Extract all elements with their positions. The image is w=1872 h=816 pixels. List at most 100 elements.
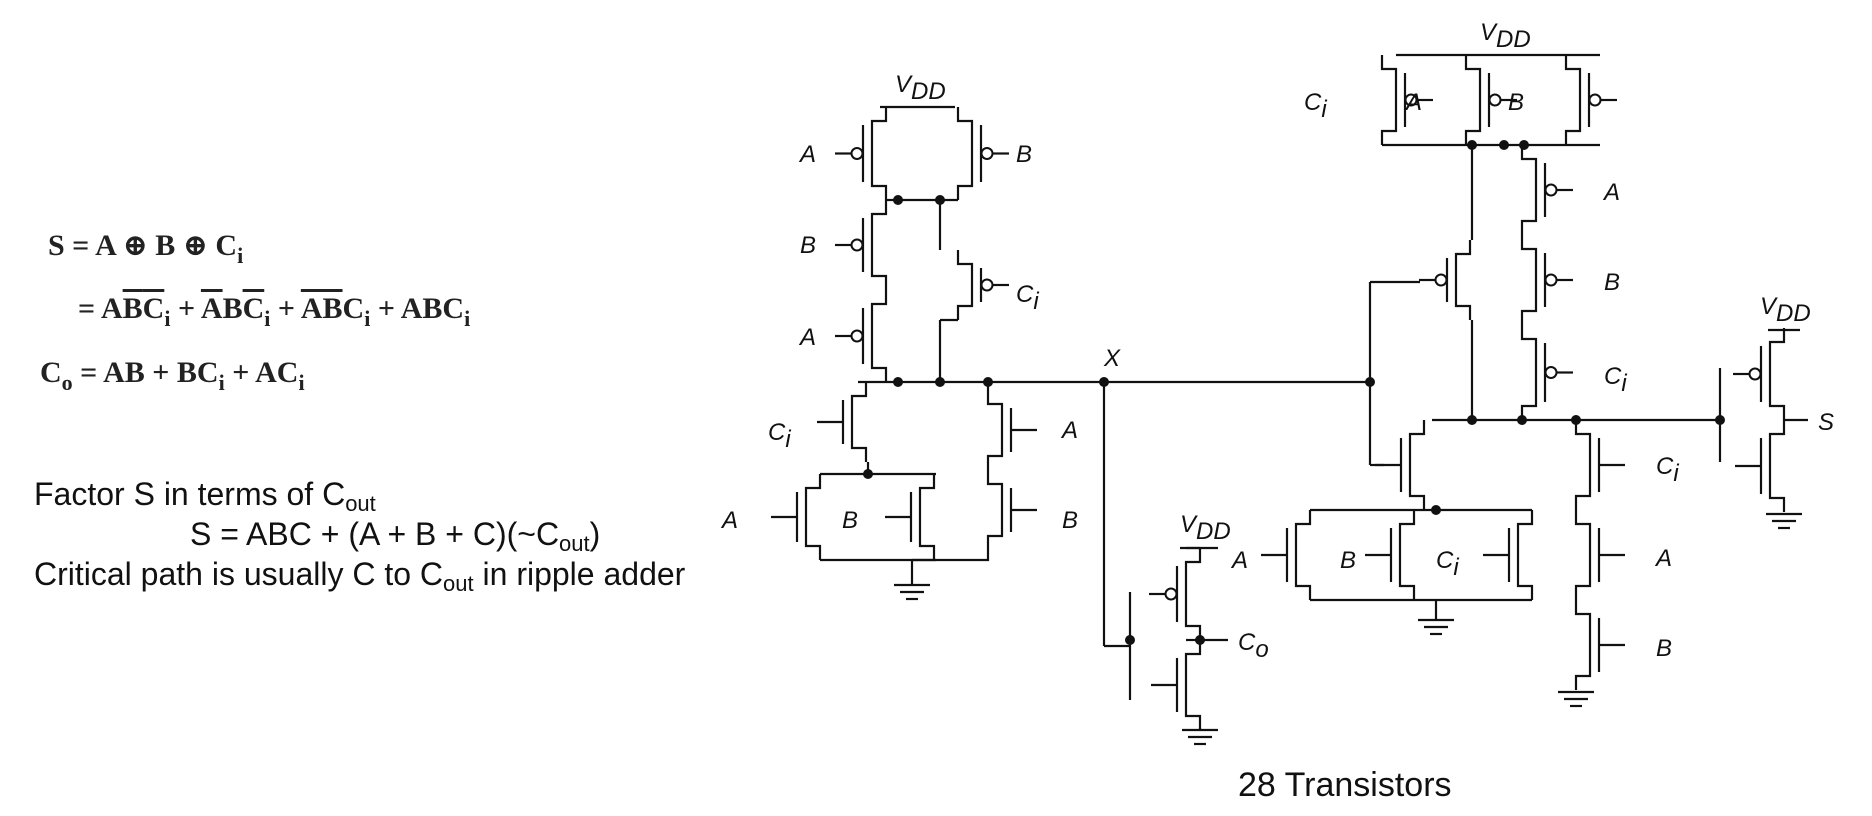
junction-dot	[893, 195, 903, 205]
gate-label-a-p: A	[1404, 89, 1422, 116]
transistor-channel	[1408, 420, 1426, 510]
transistor-channel	[870, 200, 888, 290]
junction-dot	[1467, 415, 1477, 425]
gate-label-ci-n: Ci	[768, 419, 791, 453]
pmos-bubble	[980, 278, 994, 292]
gate-label-ci-p2: Ci	[1604, 363, 1627, 397]
junction-dot	[1365, 377, 1375, 387]
transistor-channel	[986, 390, 1004, 470]
junction-dot	[1125, 635, 1135, 645]
vdd-label-2: VDD	[1180, 511, 1231, 545]
pmos-bubble	[1588, 93, 1602, 107]
output-label-s: S	[1818, 409, 1834, 436]
junction-dot	[935, 377, 945, 387]
transistor-channel	[1520, 145, 1538, 235]
gate-label-ci-n3: Ci	[1436, 547, 1459, 581]
pmos-bubble	[980, 147, 994, 160]
transistor-channel	[918, 474, 936, 560]
transistor-channel	[1574, 420, 1592, 510]
pmos-bubble	[850, 238, 864, 252]
gate-label-b-n3: B	[1340, 547, 1356, 574]
transistor-channel	[1294, 510, 1312, 600]
junction-dots	[863, 140, 1725, 645]
pmos-bubble	[1544, 366, 1558, 379]
junction-dot	[983, 377, 993, 387]
gate-label-a2: A	[798, 324, 816, 351]
gate-label-ci-p: Ci	[1304, 89, 1327, 123]
pmos-bubble	[1544, 183, 1558, 197]
junction-dot	[863, 469, 873, 479]
transistor-channel	[1574, 600, 1592, 690]
gate-label-a-n4: A	[1654, 545, 1672, 572]
gate-label-b-p2: B	[1604, 269, 1620, 296]
transistor-channel	[1454, 240, 1472, 320]
transistor-channel	[1184, 640, 1202, 730]
wire	[912, 550, 990, 562]
pmos-bubble	[1544, 273, 1558, 287]
transistor-channel	[956, 107, 974, 200]
junction-dot	[893, 377, 903, 387]
pmos-bubble	[1404, 93, 1418, 107]
pmos-bubble	[850, 147, 864, 160]
gate-label-b-n4: B	[1656, 635, 1672, 662]
note-sum-factored: S = ABC + (A + B + C)(~Cout)	[190, 516, 601, 556]
junction-dot	[1571, 415, 1581, 425]
junction-dot	[1499, 140, 1509, 150]
vdd-label-3: VDD	[1480, 19, 1531, 53]
gate-label-b: B	[1016, 141, 1032, 168]
pmos-bubbles	[850, 93, 1762, 601]
transistor-channel	[1380, 55, 1398, 145]
transistor-channel	[804, 474, 822, 560]
vdd-label: VDD	[895, 71, 946, 105]
transistor-channel	[1516, 510, 1534, 600]
transistor-channel	[1768, 420, 1786, 512]
transistor-channel	[1574, 510, 1592, 600]
carry-equation: Co = AB + BCi + ACi	[40, 356, 305, 395]
transistor-channel	[1520, 235, 1538, 325]
gate-label-a-n: A	[720, 507, 738, 534]
transistor-channel	[1464, 55, 1482, 145]
sum-equation: S = A ⊕ B ⊕ Ci	[48, 229, 244, 268]
vdd-label-4: VDD	[1760, 293, 1811, 327]
gate-label-b2: B	[800, 232, 816, 259]
gate-label-b-n2: B	[1062, 507, 1078, 534]
junction-dot	[935, 195, 945, 205]
transistor-channel	[986, 470, 1004, 550]
junction-dot	[1099, 377, 1109, 387]
junction-dot	[1467, 140, 1477, 150]
circuit-wires	[771, 53, 1808, 746]
note-factor: Factor S in terms of Cout	[34, 476, 376, 516]
transistor-channel	[1520, 325, 1538, 420]
junction-dot	[1519, 140, 1529, 150]
transistor-channel	[870, 290, 888, 382]
pmos-bubble	[1748, 367, 1762, 381]
transistor-channel	[1398, 510, 1416, 600]
junction-dot	[1195, 635, 1205, 645]
transistor-channel	[1768, 328, 1786, 420]
gate-label-ci-n4: Ci	[1656, 453, 1679, 487]
sum-expansion: = ABCi + ABCi + ABCi + ABCi	[78, 292, 471, 331]
pmos-bubble	[850, 329, 864, 343]
gate-label-a: A	[798, 141, 816, 168]
gate-label-a-n2: A	[1060, 417, 1078, 444]
transistor-channel	[956, 250, 974, 320]
pmos-bubble	[1434, 273, 1448, 287]
transistor-channel	[870, 107, 888, 200]
pmos-bubble	[1164, 587, 1178, 601]
gate-label-b-n: B	[842, 507, 858, 534]
note-critical-path: Critical path is usually C to Cout in ri…	[34, 556, 686, 596]
node-label-x: X	[1103, 345, 1121, 372]
junction-dot	[1517, 415, 1527, 425]
gate-label-ci: Ci	[1016, 281, 1039, 315]
pmos-bubble	[1488, 93, 1502, 107]
output-label-co: Co	[1238, 629, 1269, 663]
transistor-channel	[1564, 55, 1582, 145]
junction-dot	[1715, 415, 1725, 425]
caption: 28 Transistors	[1238, 766, 1452, 804]
gate-label-b-p: B	[1508, 89, 1524, 116]
transistor-channel	[850, 382, 868, 462]
gate-label-a-n3: A	[1230, 547, 1248, 574]
transistor-channel	[1184, 548, 1202, 640]
